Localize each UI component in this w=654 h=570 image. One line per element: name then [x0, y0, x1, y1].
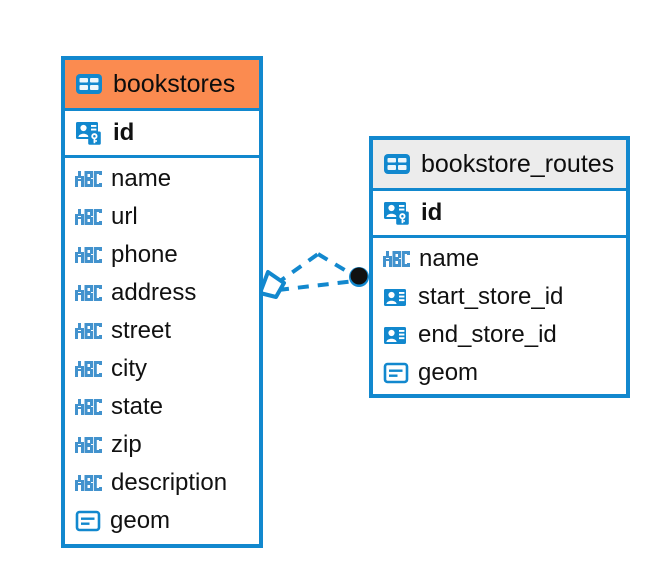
field-row-id[interactable]: id — [65, 111, 259, 155]
field-name: city — [111, 355, 147, 382]
field-name: address — [111, 279, 197, 306]
field-row-address[interactable]: address — [65, 274, 259, 312]
entity-title: bookstores — [113, 69, 236, 98]
field-row-end-store-id[interactable]: end_store_id — [373, 316, 626, 354]
abc-text-icon — [75, 358, 102, 380]
field-name: start_store_id — [418, 283, 564, 310]
field-name: zip — [111, 431, 142, 458]
abc-text-icon — [383, 248, 410, 270]
field-name: id — [421, 199, 443, 226]
field-row-zip[interactable]: zip — [65, 426, 259, 464]
abc-text-icon — [75, 320, 102, 342]
field-name: name — [419, 245, 480, 272]
field-row-start-store-id[interactable]: start_store_id — [373, 278, 626, 316]
field-name: id — [113, 119, 135, 146]
table-icon — [75, 72, 103, 96]
entity-header-bookstore-routes[interactable]: bookstore_routes — [373, 140, 626, 188]
geometry-icon — [383, 362, 409, 384]
entity-header-bookstores[interactable]: bookstores — [65, 60, 259, 108]
field-row-id[interactable]: id — [373, 191, 626, 235]
relationship-line-lower — [277, 279, 356, 292]
field-name: street — [111, 317, 172, 344]
foreign-key-icon — [383, 286, 409, 308]
field-row-state[interactable]: state — [65, 388, 259, 426]
field-row-phone[interactable]: phone — [65, 236, 259, 274]
field-name: url — [111, 203, 138, 230]
field-row-url[interactable]: url — [65, 198, 259, 236]
entity-bookstore-routes[interactable]: bookstore_routes — [369, 136, 630, 398]
field-name: name — [111, 165, 172, 192]
field-name: phone — [111, 241, 178, 268]
field-list-bookstores: name url — [65, 158, 259, 540]
field-name: state — [111, 393, 164, 420]
field-row-name[interactable]: name — [373, 240, 626, 278]
entity-bookstores[interactable]: bookstores — [61, 56, 263, 548]
relationship-line-upper-right — [316, 252, 360, 280]
field-row-geom[interactable]: geom — [65, 502, 259, 540]
table-icon — [383, 152, 411, 176]
field-row-street[interactable]: street — [65, 312, 259, 350]
relationship-line-upper-left — [274, 252, 320, 286]
field-name: geom — [110, 507, 171, 534]
foreign-key-icon — [383, 324, 409, 346]
primary-key-section-bookstores: id — [65, 108, 259, 158]
field-row-geom[interactable]: geom — [373, 354, 626, 392]
abc-text-icon — [75, 472, 102, 494]
diamond-endpoint — [258, 270, 286, 299]
abc-text-icon — [75, 396, 102, 418]
field-name: geom — [418, 359, 479, 386]
primary-key-section-bookstore-routes: id — [373, 188, 626, 238]
field-row-city[interactable]: city — [65, 350, 259, 388]
abc-text-icon — [75, 434, 102, 456]
abc-text-icon — [75, 206, 102, 228]
field-name: description — [111, 469, 228, 496]
primary-key-icon — [75, 120, 103, 146]
abc-text-icon — [75, 244, 102, 266]
field-list-bookstore-routes: name start_store_id — [373, 238, 626, 392]
field-row-name[interactable]: name — [65, 160, 259, 198]
field-name: end_store_id — [418, 321, 557, 348]
entity-title: bookstore_routes — [421, 149, 615, 178]
primary-key-icon — [383, 200, 411, 226]
abc-text-icon — [75, 168, 102, 190]
filled-circle-endpoint — [349, 267, 369, 287]
field-row-description[interactable]: description — [65, 464, 259, 502]
abc-text-icon — [75, 282, 102, 304]
geometry-icon — [75, 510, 101, 532]
